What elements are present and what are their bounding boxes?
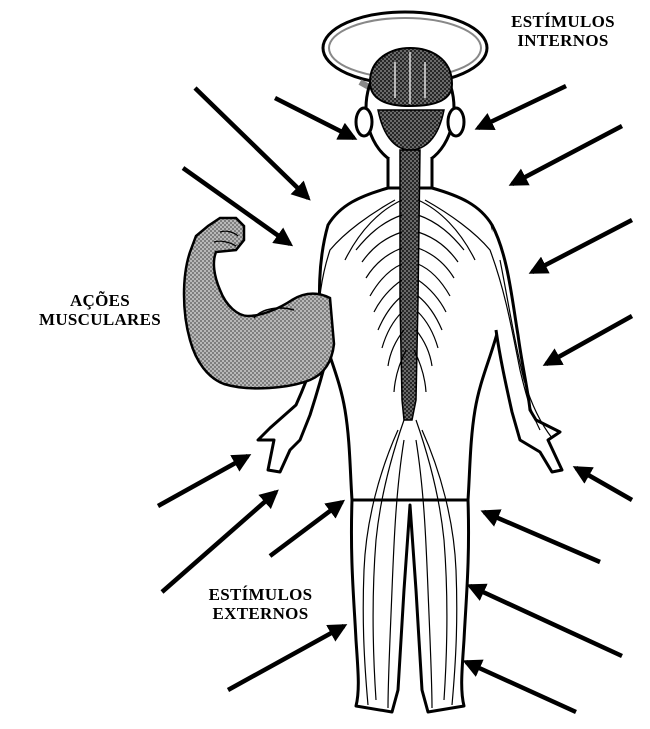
arrow-right-1 bbox=[478, 86, 566, 128]
arrow-lower-right-2 bbox=[484, 512, 600, 562]
muscle-actions-line-2: MUSCULARES bbox=[10, 310, 190, 329]
internal-stimuli-line-2: INTERNOS bbox=[488, 31, 638, 50]
arrow-right-3 bbox=[532, 220, 632, 272]
arrow-right-4 bbox=[546, 316, 632, 364]
muscle-actions-line-1: AÇÕES bbox=[10, 291, 190, 310]
arrow-lower-right-3 bbox=[470, 586, 622, 656]
arrow-top-left-2 bbox=[275, 98, 354, 138]
spinal-cord bbox=[400, 150, 420, 420]
arrow-lower-left-3 bbox=[270, 502, 342, 556]
internal-stimuli-label: ESTÍMULOS INTERNOS bbox=[488, 12, 638, 50]
external-stimuli-line-2: EXTERNOS bbox=[178, 604, 343, 623]
external-stimuli-line-1: ESTÍMULOS bbox=[178, 585, 343, 604]
arrow-lower-right-1 bbox=[576, 468, 632, 500]
arrow-lower-left-2 bbox=[162, 492, 276, 592]
flexed-arm bbox=[184, 218, 334, 388]
muscle-actions-label: AÇÕES MUSCULARES bbox=[10, 291, 190, 329]
arrow-right-2 bbox=[512, 126, 622, 184]
arrow-lower-right-4 bbox=[466, 662, 576, 712]
external-stimuli-label: ESTÍMULOS EXTERNOS bbox=[178, 585, 343, 623]
arrow-lower-left-1 bbox=[158, 456, 248, 506]
internal-stimuli-line-1: ESTÍMULOS bbox=[488, 12, 638, 31]
arrow-lower-left-4 bbox=[228, 626, 344, 690]
